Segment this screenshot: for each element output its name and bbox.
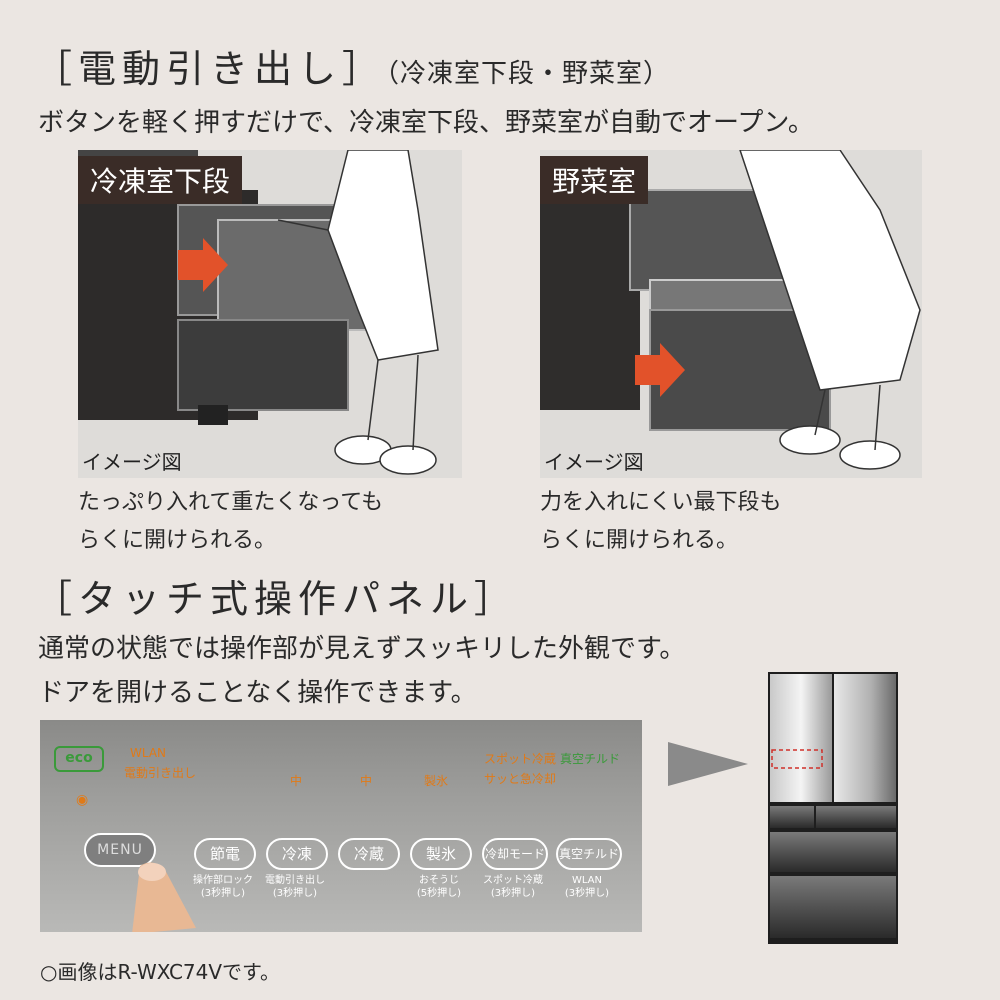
freezer-button[interactable]: 冷凍 bbox=[266, 838, 328, 870]
vacuum-chilled-indicator: 真空チルド bbox=[560, 752, 621, 766]
photo-caption: イメージ図 bbox=[82, 450, 182, 474]
section-heading-auto-drawer: ［電動引き出し］（冷凍室下段・野菜室） bbox=[34, 38, 670, 93]
wlan-indicator: WLAN bbox=[130, 746, 167, 760]
spot-cool-indicator: スポット冷蔵 bbox=[484, 752, 557, 766]
eco-indicator: eco bbox=[54, 746, 104, 772]
photo-caption: イメージ図 bbox=[544, 450, 644, 474]
photo-description: 力を入れにくい最下段も らくに開けられる。 bbox=[540, 484, 782, 560]
photo-vegetable-drawer: 野菜室 イメージ図 bbox=[540, 150, 922, 478]
button-sublabel: 電動引き出し (3秒押し) bbox=[265, 875, 325, 899]
vacuum-chilled-button[interactable]: 真空チルド bbox=[556, 838, 622, 870]
model-footnote: ○画像はR-WXC74Vです。 bbox=[40, 960, 281, 984]
section-lead-line: 通常の状態では操作部が見えずスッキリした外観です。 bbox=[38, 634, 686, 664]
ice-indicator: 製氷 bbox=[424, 774, 449, 788]
heading-subtext: （冷凍室下段・野菜室） bbox=[386, 59, 671, 89]
auto-drawer-indicator: 電動引き出し bbox=[124, 766, 197, 780]
photo-badge: 冷凍室下段 bbox=[78, 156, 243, 204]
button-sublabel: WLAN (3秒押し) bbox=[564, 875, 610, 899]
freezer-level-indicator: 中 bbox=[360, 774, 373, 788]
photo-freezer-drawer: 冷凍室下段 イメージ図 bbox=[78, 150, 462, 478]
photo-badge: 野菜室 bbox=[540, 156, 649, 204]
illustration-vegetable-drawer bbox=[540, 150, 922, 478]
cooling-mode-button[interactable]: 冷却モード bbox=[482, 838, 548, 870]
illustration-freezer-drawer bbox=[78, 150, 462, 478]
ice-button[interactable]: 製氷 bbox=[410, 838, 472, 870]
finger-image bbox=[132, 862, 196, 932]
description-line: 力を入れにくい最下段も bbox=[540, 490, 782, 515]
fridge-level-indicator: 中 bbox=[290, 774, 303, 788]
section-lead-line: ドアを開けることなく操作できます。 bbox=[38, 678, 477, 708]
fridge-button[interactable]: 冷蔵 bbox=[338, 838, 400, 870]
description-line: らくに開けられる。 bbox=[78, 528, 277, 553]
button-sublabel: スポット冷蔵 (3秒押し) bbox=[483, 875, 543, 899]
quick-freeze-indicator: サッと急冷却 bbox=[484, 772, 557, 786]
description-line: らくに開けられる。 bbox=[540, 528, 739, 553]
wifi-icon: ◉ bbox=[76, 792, 89, 808]
power-save-button[interactable]: 節電 bbox=[194, 838, 256, 870]
panel-location-highlight bbox=[771, 749, 823, 769]
description-line: たっぷり入れて重たくなっても bbox=[78, 490, 384, 515]
touch-panel: eco WLAN 電動引き出し ◉ 中 中 製氷 スポット冷蔵 サッと急冷却 真… bbox=[40, 720, 642, 932]
menu-button[interactable]: MENU bbox=[84, 833, 156, 867]
button-sublabel: おそうじ (5秒押し) bbox=[416, 875, 462, 899]
photo-description: たっぷり入れて重たくなっても らくに開けられる。 bbox=[78, 484, 383, 560]
pointer-arrow-icon bbox=[668, 742, 748, 786]
button-sublabel: 操作部ロック (3秒押し) bbox=[193, 875, 253, 899]
section-lead-auto-drawer: ボタンを軽く押すだけで、冷凍室下段、野菜室が自動でオープン。 bbox=[38, 108, 814, 138]
heading-text: ［電動引き出し］ bbox=[34, 47, 387, 91]
refrigerator-image bbox=[768, 672, 898, 944]
section-heading-touch-panel: ［タッチ式操作パネル］ bbox=[34, 577, 519, 621]
